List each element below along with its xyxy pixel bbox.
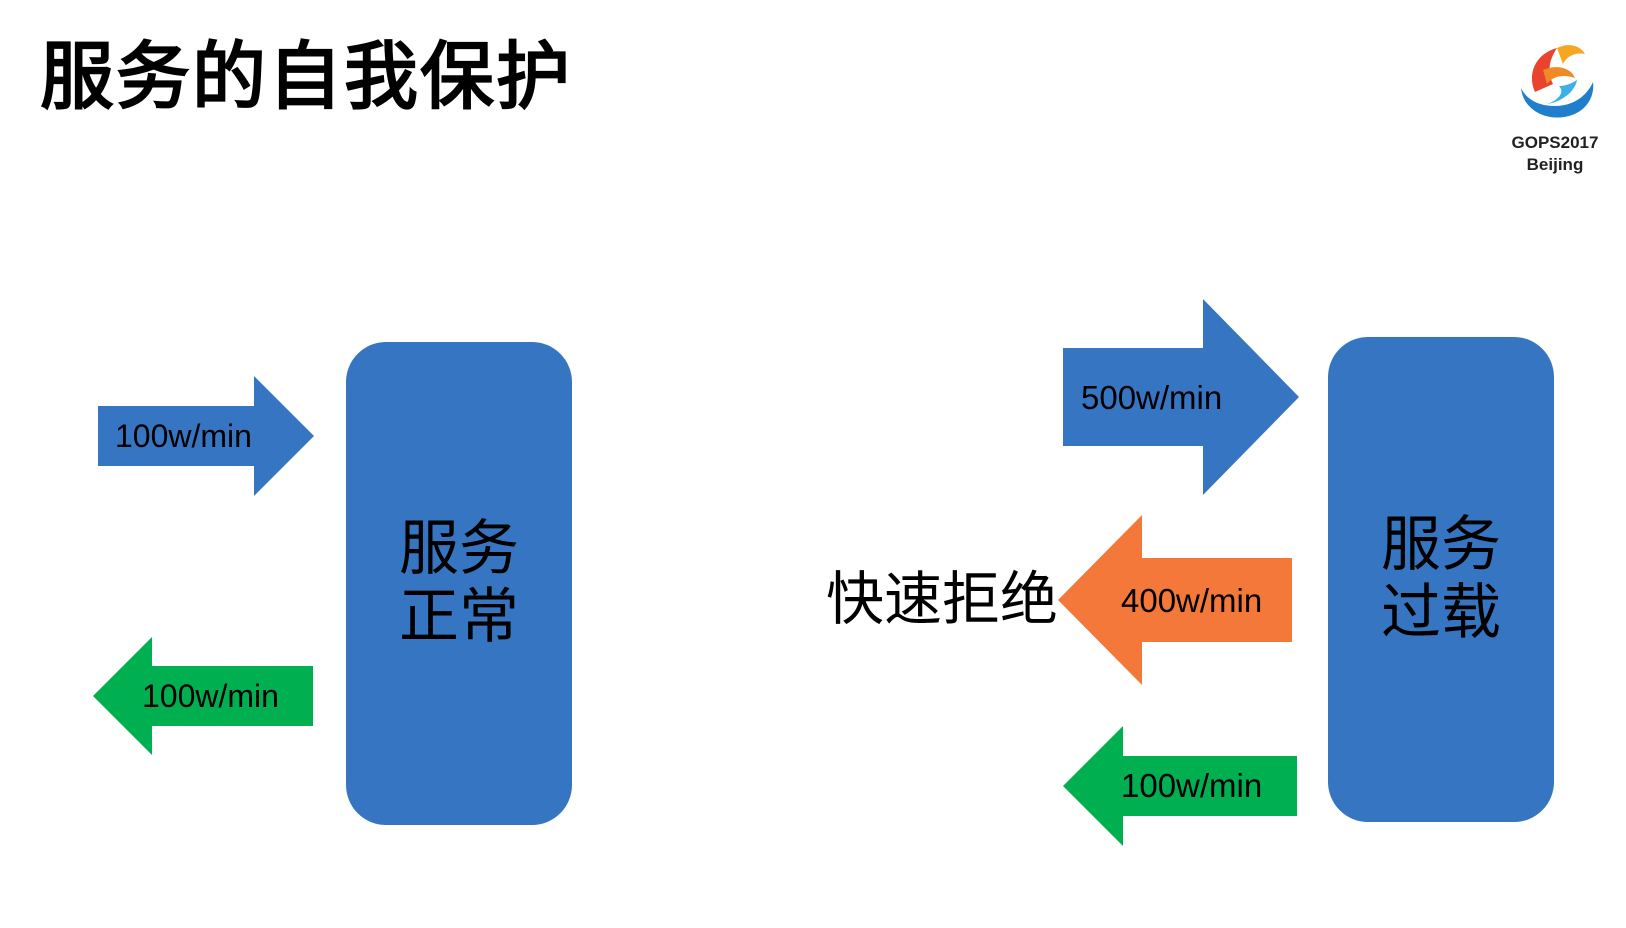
incoming-arrow-overload-shape xyxy=(1063,299,1299,495)
outgoing-rate-label: 100w/min xyxy=(142,678,279,714)
incoming-arrow-overload: 500w/min xyxy=(1063,299,1299,495)
rejected-rate-label: 400w/min xyxy=(1121,582,1263,619)
outgoing-overload-rate-label: 100w/min xyxy=(1121,767,1263,804)
outgoing-arrow-normal-shape xyxy=(93,637,313,755)
gops-logo: GOPS2017 Beijing xyxy=(1500,30,1610,180)
incoming-rate-label: 100w/min xyxy=(115,418,252,454)
incoming-arrow-normal: 100w/min xyxy=(98,376,314,496)
slide-title: 服务的自我保护 xyxy=(40,34,572,120)
incoming-arrow-normal-shape xyxy=(98,376,314,496)
rejected-arrow-shape xyxy=(1058,515,1292,685)
outgoing-arrow-overload-shape xyxy=(1063,726,1297,846)
fast-reject-label: 快速拒绝 xyxy=(826,565,1059,633)
service-overload-label: 服务过载 xyxy=(1381,510,1501,648)
service-box-overload: 服务过载 xyxy=(1328,337,1554,822)
logo-line-1: GOPS2017 xyxy=(1511,133,1599,152)
incoming-overload-rate-label: 500w/min xyxy=(1081,379,1223,416)
service-box-normal: 服务正常 xyxy=(346,342,572,825)
logo-icon xyxy=(1521,45,1594,118)
logo-line-2: Beijing xyxy=(1526,155,1584,174)
rejected-arrow: 400w/min xyxy=(1058,515,1292,685)
outgoing-arrow-normal: 100w/min xyxy=(93,637,313,755)
outgoing-arrow-overload: 100w/min xyxy=(1063,726,1297,846)
service-normal-label: 服务正常 xyxy=(399,514,519,652)
